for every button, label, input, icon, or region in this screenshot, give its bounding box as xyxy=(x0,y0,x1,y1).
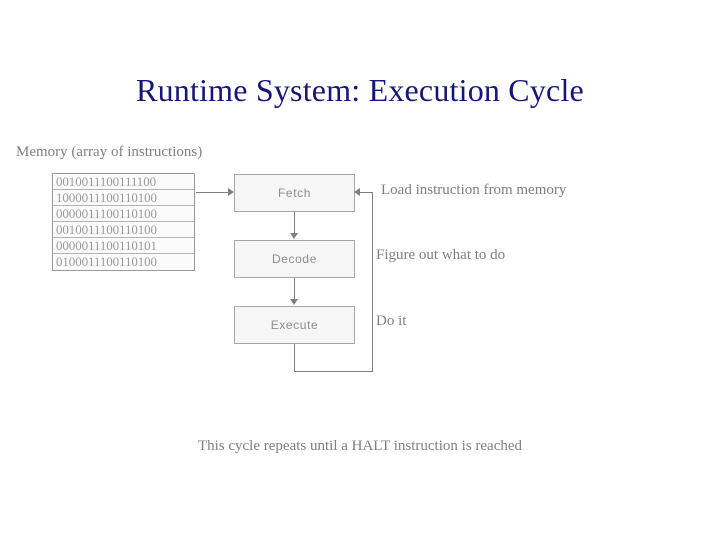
flow-box-execute: Execute xyxy=(234,306,355,344)
memory-array-table: 0010011100111100 1000011100110100 000001… xyxy=(52,173,195,271)
table-row: 1000011100110100 xyxy=(53,190,194,206)
table-row: 0000011100110101 xyxy=(53,238,194,254)
table-row: 0000011100110100 xyxy=(53,206,194,222)
arrow-head-right-icon xyxy=(228,188,234,196)
connector-loop-segment-up xyxy=(372,192,373,372)
description-execute: Do it xyxy=(376,313,407,329)
connector-memory-to-fetch xyxy=(196,192,230,193)
connector-loop-segment-into-fetch xyxy=(360,192,373,193)
flow-box-fetch: Fetch xyxy=(234,174,355,212)
memory-caption: Memory (array of instructions) xyxy=(16,144,203,160)
arrow-head-left-icon xyxy=(354,188,360,196)
connector-loop-segment-down xyxy=(294,344,295,371)
arrow-head-down-icon xyxy=(290,233,298,239)
footnote-text: This cycle repeats until a HALT instruct… xyxy=(197,438,523,454)
connector-decode-to-execute xyxy=(294,278,295,300)
description-fetch: Load instruction from memory xyxy=(381,182,567,198)
table-row: 0010011100111100 xyxy=(53,174,194,190)
connector-loop-segment-right xyxy=(294,371,373,372)
table-row: 0010011100110100 xyxy=(53,222,194,238)
page-title: Runtime System: Execution Cycle xyxy=(136,72,584,108)
arrow-head-down-icon xyxy=(290,299,298,305)
connector-fetch-to-decode xyxy=(294,212,295,234)
table-row: 0100011100110100 xyxy=(53,254,194,270)
flow-box-decode: Decode xyxy=(234,240,355,278)
description-decode: Figure out what to do xyxy=(376,247,506,263)
